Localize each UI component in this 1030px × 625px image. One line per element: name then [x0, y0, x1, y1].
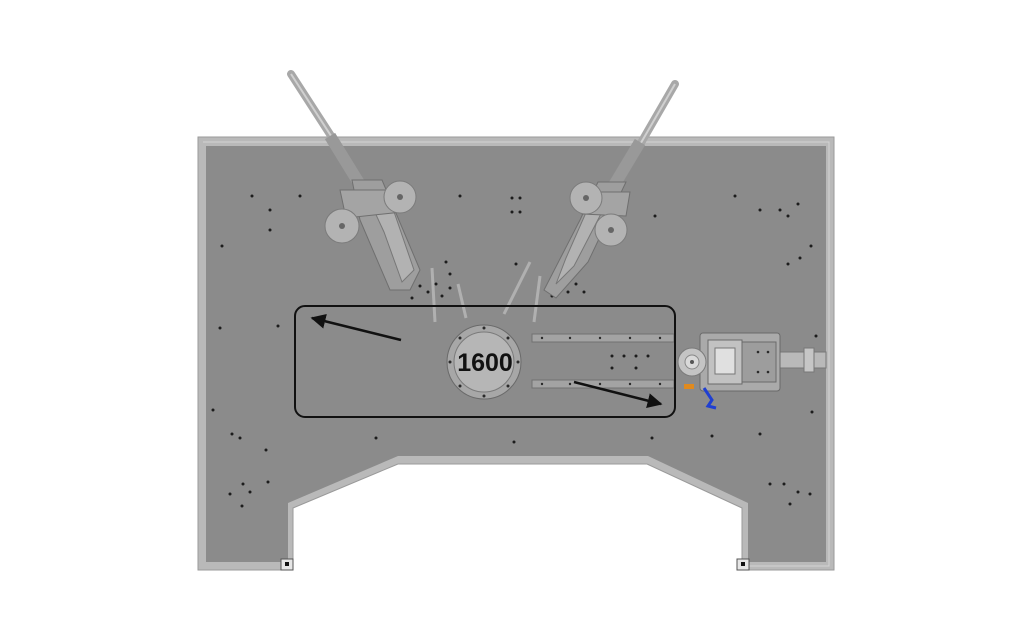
mounting-holes [211, 194, 818, 508]
arrow-up-left-icon [310, 313, 402, 342]
dimension-label: 1600 [457, 349, 513, 377]
head-unit [677, 332, 827, 410]
left-arm-assembly [287, 70, 468, 323]
dimension-box [294, 305, 676, 418]
right-arm-assembly [502, 80, 679, 323]
rotary-table [446, 324, 522, 400]
hose-blue [702, 387, 717, 410]
frame-inner-edge [203, 141, 830, 567]
arrow-down-right-icon [573, 380, 663, 408]
fitting-orange [684, 384, 694, 389]
